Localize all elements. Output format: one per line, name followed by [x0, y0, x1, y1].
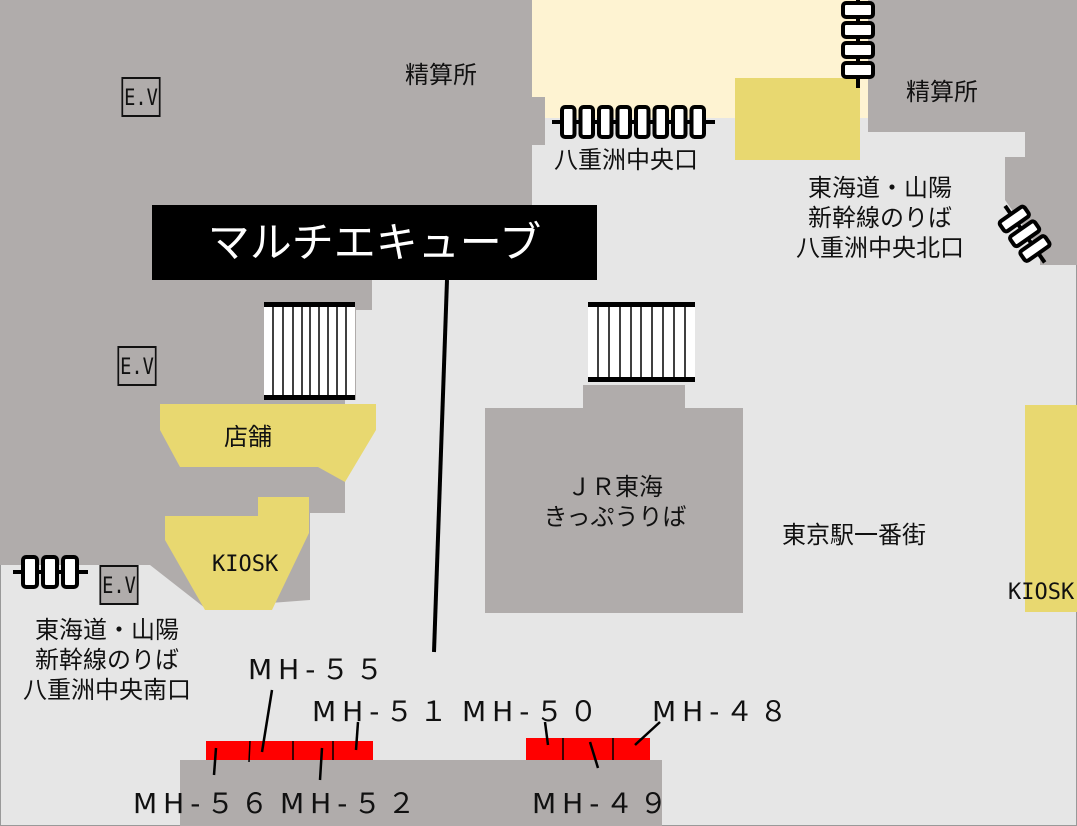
escalator-icon	[588, 302, 695, 382]
marker-mh49: MH-４９	[532, 787, 674, 820]
gate-marker-bar	[206, 741, 373, 760]
ticket-office-label: ＪＲ東海 きっぷうりば	[543, 473, 687, 531]
fare-adjust-left: 精算所	[405, 61, 477, 89]
escalator-icon	[264, 302, 355, 400]
marker-dividers	[248, 738, 614, 763]
yaesu-central-gate-label: 八重洲中央口	[554, 146, 698, 174]
marker-mh51: MH-５１	[312, 695, 454, 728]
ticket-gate-icon	[841, 0, 875, 88]
ichibangai-label: 東京駅一番街	[782, 521, 926, 549]
kiosk-right-block	[1025, 405, 1077, 612]
wall-right	[868, 0, 1077, 265]
platform-block	[180, 760, 662, 826]
south-gate-label: 東海道・山陽 新幹線のりば 八重洲中央南口	[23, 616, 191, 704]
elevator-icon: E.V	[117, 346, 157, 386]
ticket-office-block	[485, 408, 743, 613]
ticket-gate-icon	[13, 555, 88, 589]
elevator-icon: E.V	[99, 565, 139, 605]
marker-mh50: MH-５０	[462, 695, 604, 728]
ticket-gate-icon	[552, 105, 715, 139]
ticket-gate-icon	[997, 204, 1052, 264]
marker-mh52: MH-５２	[280, 787, 422, 820]
kiosk-right-label: KIOSK	[1008, 580, 1075, 605]
marker-mh48: MH-４８	[652, 695, 794, 728]
highlight-label: マルチエキューブ	[152, 205, 597, 280]
ticket-gate-icons	[13, 0, 1052, 589]
shop-label: 店舗	[224, 423, 272, 451]
shop-block-top	[735, 78, 860, 160]
elevator-icon: E.V	[121, 77, 161, 117]
kiosk-left-block	[165, 497, 309, 610]
north-gate-label: 東海道・山陽 新幹線のりば 八重洲中央北口	[796, 174, 964, 262]
leader-lines	[212, 279, 661, 781]
fare-adjust-right: 精算所	[906, 78, 978, 106]
gate-marker-bar	[526, 738, 650, 760]
marker-mh55: MH-５５	[248, 653, 390, 686]
shop-block	[160, 404, 376, 482]
marker-mh56: MH-５６	[133, 787, 275, 820]
kiosk-left-label: KIOSK	[212, 552, 279, 577]
